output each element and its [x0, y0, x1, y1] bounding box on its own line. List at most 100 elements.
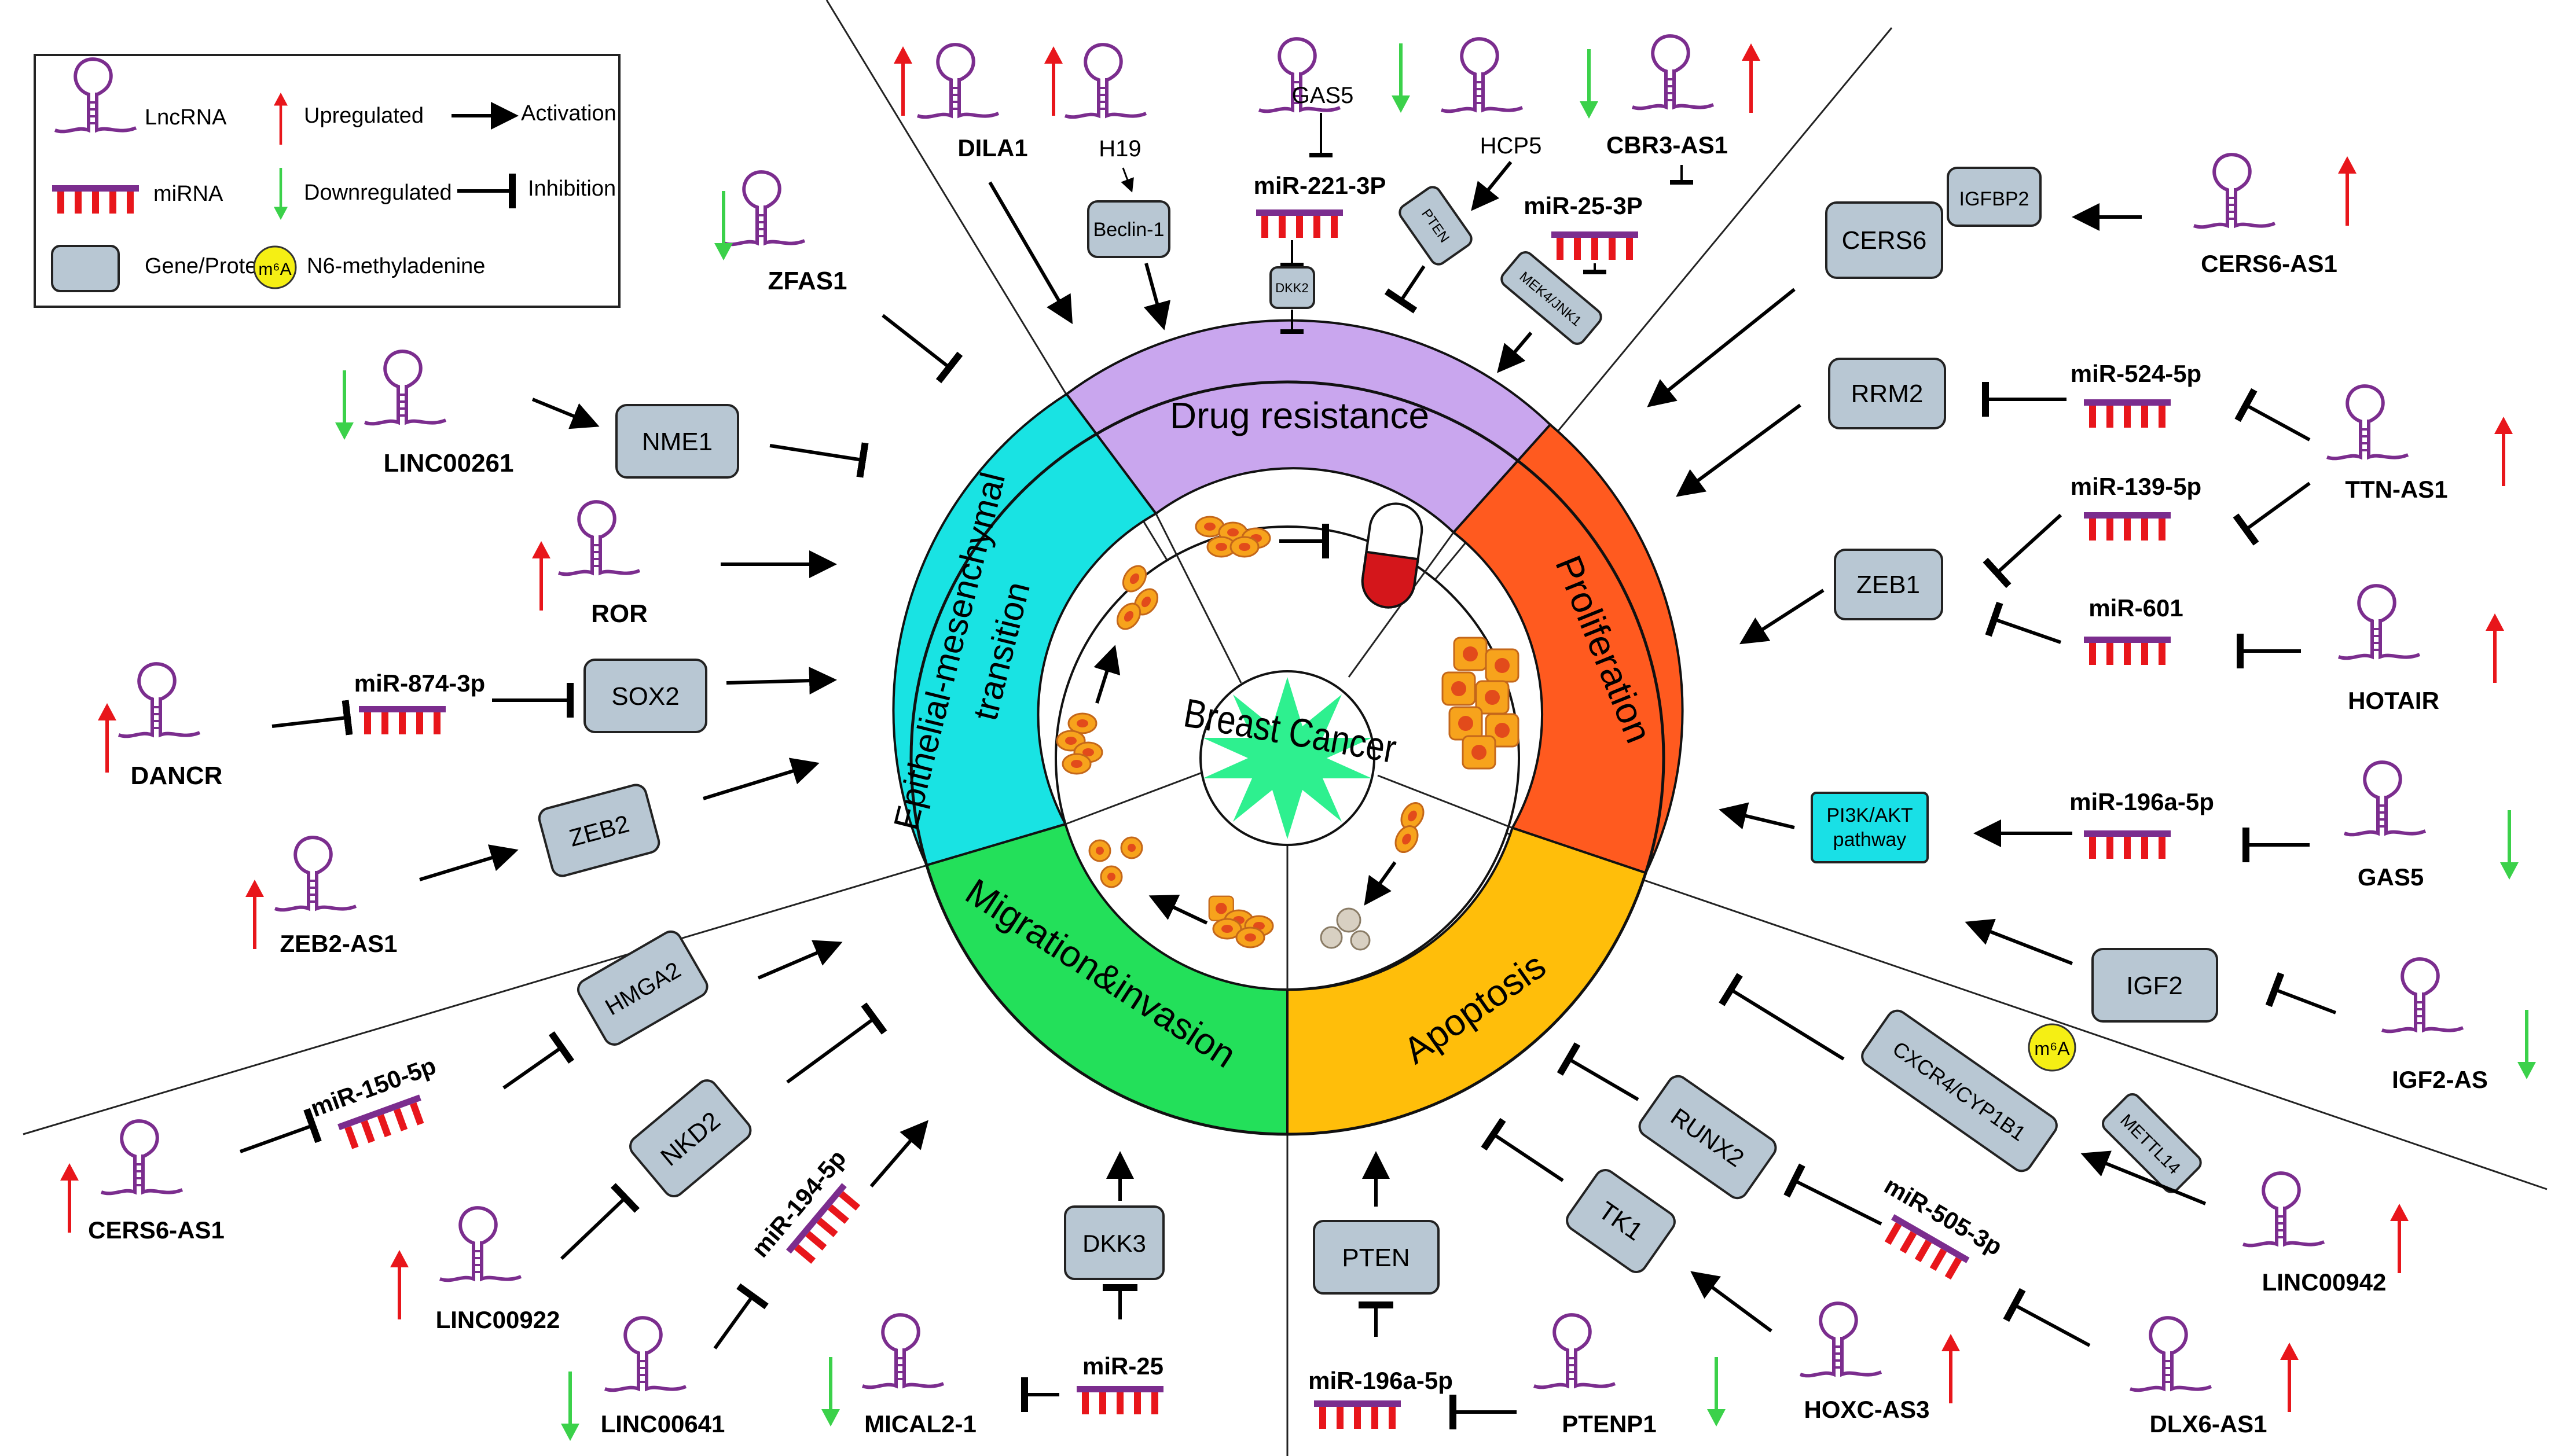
- zeb1-box: [1834, 549, 1943, 620]
- sox2-label: SOX2: [611, 682, 679, 711]
- legend-m6a-badge: m⁶A: [258, 260, 291, 279]
- mir601-label: miR-601: [2089, 594, 2183, 622]
- cbr3-lncrna-icon: [1632, 36, 1713, 108]
- gas5-top-label: GAS5: [1292, 83, 1354, 108]
- ttn-up-arrow-icon: [2494, 417, 2513, 486]
- beclin1-label: Beclin-1: [1093, 219, 1165, 241]
- dila1-up-arrow-icon: [894, 46, 912, 116]
- igf2-box: [2091, 948, 2218, 1023]
- zeb2as1-lncrna-icon: [275, 837, 356, 910]
- hoxc-up-arrow-icon: [1941, 1334, 1960, 1403]
- mettl14-box: [2101, 1093, 2202, 1193]
- mir25-3p-label: miR-25-3P: [1524, 192, 1642, 219]
- rrm2-box: [1828, 358, 1946, 429]
- tk1-box: [1566, 1169, 1676, 1273]
- dlx6-lncrna-icon: [2130, 1318, 2211, 1390]
- gas5-right-lncrna-icon: [2344, 762, 2425, 834]
- legend-inhibition-label: Inhibition: [528, 177, 616, 201]
- dkk2-box: [1269, 266, 1315, 309]
- cers6-right-label: CERS6-AS1: [2201, 250, 2337, 277]
- m6a-badge-icon: [2028, 1023, 2076, 1072]
- zfas1-lncrna-icon: [724, 172, 805, 244]
- dila1-lncrna-icon: [917, 45, 999, 117]
- ror-label: ROR: [591, 600, 648, 628]
- zeb2-box: [538, 784, 660, 877]
- gas5-right-label: GAS5: [2358, 863, 2424, 891]
- sector-drug-resistance: [1065, 319, 1552, 534]
- mir524-label: miR-524-5p: [2071, 360, 2201, 387]
- sox2-box: [583, 659, 707, 733]
- drug-resistance-regulators: DILA1 H19 Beclin-1 GAS5 miR-221-3P DKK2 …: [894, 36, 1760, 373]
- dlx6-up-arrow-icon: [2280, 1343, 2299, 1412]
- linc00641-lncrna-icon: [605, 1318, 686, 1390]
- igf2as-label: IGF2-AS: [2392, 1066, 2488, 1093]
- drug-resistance-cells-icon: [1195, 516, 1329, 558]
- igf2as-down-arrow-icon: [2517, 1010, 2536, 1079]
- nme1-box: [615, 404, 739, 479]
- sector-emt: [892, 392, 1158, 867]
- mir139-mirna-icon: [2084, 512, 2171, 541]
- igfbp2-label: IGFBP2: [1959, 188, 2029, 210]
- dancr-label: DANCR: [131, 762, 223, 790]
- cbr3-up-arrow-icon: [1742, 43, 1760, 113]
- mir196-right-label: miR-196a-5p: [2069, 788, 2214, 815]
- hcp5-label: HCP5: [1480, 133, 1542, 159]
- ptenp1-label: PTENP1: [1562, 1410, 1656, 1437]
- mir25-3p-mirna-icon: [1551, 231, 1638, 260]
- legend-gene-label: Gene/Protein: [145, 254, 274, 278]
- zeb1-label: ZEB1: [1856, 571, 1920, 599]
- dkk3-label: DKK3: [1082, 1230, 1146, 1257]
- pten-small-box: [1399, 186, 1473, 266]
- dancr-up-arrow-icon: [98, 703, 116, 773]
- linc00261-label: LINC00261: [383, 449, 513, 477]
- mical-label: MICAL2-1: [864, 1410, 977, 1437]
- ttn-lncrna-icon: [2327, 386, 2408, 458]
- migration-regulators: DKK3 miR-25 MICAL2-1 miR-194-5p LINC0064…: [60, 930, 1165, 1441]
- h19-up-arrow-icon: [1044, 46, 1063, 116]
- ttn-label: TTN-AS1: [2345, 476, 2447, 503]
- emt-regulators: ZEB2 ZEB2-AS1 miR-874-3p SOX2 DANCR ROR …: [98, 172, 963, 957]
- cbr3-label: CBR3-AS1: [1606, 131, 1728, 159]
- zfas1-down-arrow-icon: [714, 191, 733, 260]
- mir196-right-mirna-icon: [2084, 830, 2171, 859]
- hotair-lncrna-icon: [2339, 586, 2420, 658]
- cers6-left-up-arrow-icon: [60, 1163, 79, 1233]
- central-ring: Drug resistance Proliferation Apoptosis …: [886, 319, 1684, 1136]
- pi3k-label-2: pathway: [1833, 829, 1907, 851]
- hotair-label: HOTAIR: [2348, 687, 2439, 714]
- nme1-label: NME1: [642, 428, 713, 456]
- rrm2-label: RRM2: [1851, 380, 1924, 408]
- linc00922-lncrna-icon: [440, 1208, 521, 1280]
- pi3k-akt-box: [1811, 792, 1929, 863]
- proliferation-regulators: CERS6 IGFBP2 CERS6-AS1 RRM2 miR-524-5p m…: [1647, 155, 2519, 891]
- center-star-icon: [1203, 677, 1372, 839]
- linc00942-lncrna-icon: [2243, 1173, 2324, 1245]
- m6a-badge-label: m⁶A: [2034, 1038, 2070, 1059]
- cers6-box: [1825, 201, 1943, 279]
- mir874-mirna-icon: [359, 706, 446, 734]
- cers6-left-lncrna-icon: [101, 1121, 182, 1193]
- dancr-lncrna-icon: [119, 664, 200, 736]
- sector-proliferation: [1452, 423, 1684, 874]
- pten-label: PTEN: [1342, 1244, 1410, 1272]
- mir524-mirna-icon: [2084, 399, 2171, 428]
- hoxc-lncrna-icon: [1800, 1303, 1881, 1376]
- zeb2as1-label: ZEB2-AS1: [280, 930, 397, 957]
- zfas1-label: ZFAS1: [768, 267, 847, 295]
- dkk3-box: [1064, 1205, 1165, 1280]
- linc00641-label: LINC00641: [601, 1410, 725, 1437]
- mical-lncrna-icon: [862, 1315, 944, 1387]
- linc00641-down-arrow-icon: [561, 1372, 579, 1441]
- mir601-mirna-icon: [2084, 637, 2171, 665]
- emt-cells-icon: [1056, 561, 1163, 775]
- linc00922-up-arrow-icon: [390, 1250, 409, 1319]
- legend-lncrna-label: LncRNA: [145, 105, 227, 130]
- mir139-label: miR-139-5p: [2071, 473, 2201, 500]
- pi3k-label-1: PI3K/AKT: [1826, 804, 1913, 826]
- cers6-right-up-arrow-icon: [2338, 156, 2357, 226]
- legend-up-label: Upregulated: [304, 104, 424, 128]
- cers6-right-lncrna-icon: [2194, 155, 2275, 227]
- mir874-label: miR-874-3p: [354, 670, 485, 697]
- mir221-mirna-icon: [1256, 209, 1343, 238]
- mical-down-arrow-icon: [821, 1357, 840, 1426]
